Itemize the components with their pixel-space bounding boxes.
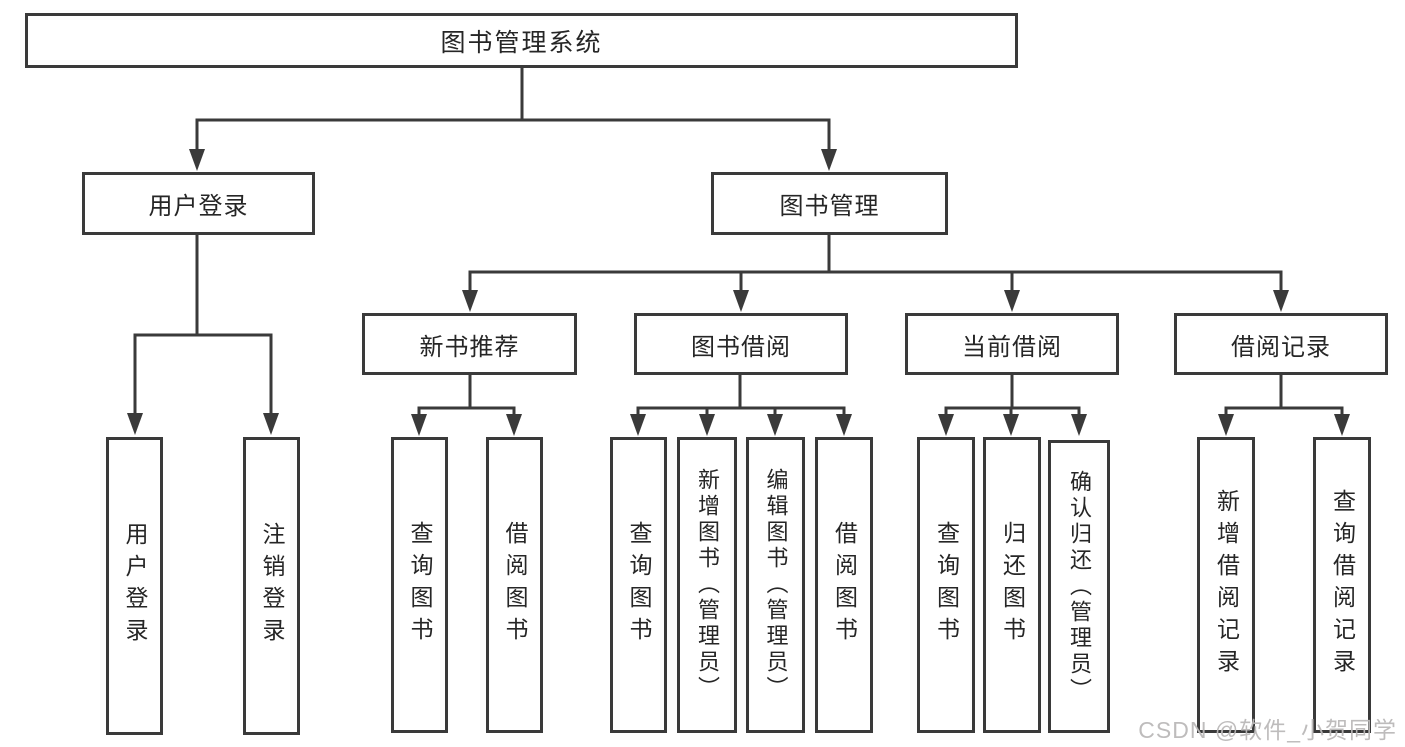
node-label: 查询图书 xyxy=(407,521,433,649)
connector-book-borrow-children xyxy=(630,373,852,436)
node-new-book-recommend: 新书推荐 xyxy=(362,313,577,375)
watermark: CSDN @软件_小贺同学 xyxy=(1138,717,1397,743)
node-label: 图书借阅 xyxy=(691,333,791,361)
connector-current-borrow-children xyxy=(938,373,1087,436)
node-add-borrow-record: 新增借阅记录 xyxy=(1197,437,1255,733)
node-label: 图书管理系统 xyxy=(440,28,603,57)
node-label: 借阅记录 xyxy=(1231,333,1331,361)
node-confirm-return-admin: 确认归还（管理员） xyxy=(1048,440,1110,733)
node-borrow-records: 借阅记录 xyxy=(1174,313,1388,375)
node-return-book: 归还图书 xyxy=(983,437,1041,733)
node-label: 当前借阅 xyxy=(962,333,1062,361)
node-label: 图书管理 xyxy=(779,193,880,220)
node-label: 查询借阅记录 xyxy=(1329,489,1356,681)
connector-root-to-level2 xyxy=(189,66,837,171)
node-label: 用户登录 xyxy=(122,522,148,650)
node-label: 新增图书（管理员） xyxy=(695,468,720,702)
connector-new-book-children xyxy=(411,373,522,436)
node-label: 查询图书 xyxy=(626,521,652,649)
node-user-login: 用户登录 xyxy=(82,172,315,235)
node-book-management: 图书管理 xyxy=(711,172,948,235)
node-book-borrow: 图书借阅 xyxy=(634,313,848,375)
node-borrow-books-recommend: 借阅图书 xyxy=(486,437,543,733)
node-label: 编辑图书（管理员） xyxy=(763,468,789,702)
node-label: 查询图书 xyxy=(933,521,960,649)
node-label: 归还图书 xyxy=(999,521,1026,649)
node-add-book-admin: 新增图书（管理员） xyxy=(677,437,737,733)
node-current-borrow: 当前借阅 xyxy=(905,313,1119,375)
node-query-books-current: 查询图书 xyxy=(917,437,975,733)
node-query-books-recommend: 查询图书 xyxy=(391,437,448,733)
node-label: 确认归还（管理员） xyxy=(1067,469,1092,704)
node-query-books-borrow: 查询图书 xyxy=(610,437,667,733)
node-root: 图书管理系统 xyxy=(25,13,1018,68)
node-label: 新书推荐 xyxy=(419,333,520,361)
connector-borrow-records-children xyxy=(1218,373,1350,436)
connector-book-management-children xyxy=(462,233,1289,312)
node-edit-book-admin: 编辑图书（管理员） xyxy=(746,437,805,733)
node-query-borrow-record: 查询借阅记录 xyxy=(1313,437,1371,733)
node-logout: 注销登录 xyxy=(243,437,300,735)
node-label: 注销登录 xyxy=(259,522,285,650)
node-label: 用户登录 xyxy=(148,193,249,220)
connector-user-login-children xyxy=(127,233,279,435)
node-login: 用户登录 xyxy=(106,437,163,735)
node-label: 借阅图书 xyxy=(831,521,858,649)
node-label: 新增借阅记录 xyxy=(1213,489,1240,681)
node-label: 借阅图书 xyxy=(502,521,528,649)
node-borrow-books: 借阅图书 xyxy=(815,437,873,733)
